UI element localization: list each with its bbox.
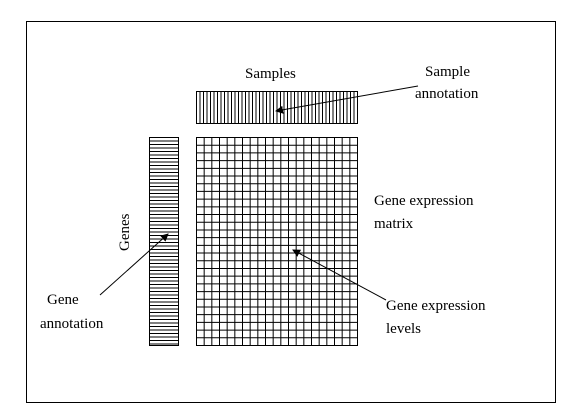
sample-annotation-label-line1: Sample	[425, 64, 470, 80]
genes-label: Genes	[117, 213, 133, 251]
sample-annotation-strip	[196, 91, 358, 124]
gene-annotation-arrow	[99, 233, 169, 296]
gene-expression-levels-arrow	[292, 249, 387, 301]
gene-annotation-strip	[149, 137, 179, 346]
gene-annotation-label-line1: Gene	[47, 292, 79, 308]
gene-expression-levels-label-line2: levels	[386, 321, 421, 337]
samples-label: Samples	[245, 66, 296, 82]
sample-annotation-arrow	[275, 85, 419, 114]
sample-annotation-label-line2: annotation	[415, 86, 479, 102]
gene-expression-levels-label-line1: Gene expression	[386, 298, 486, 314]
gene-expression-matrix-grid	[196, 137, 358, 346]
gene-annotation-label-line2: annotation	[40, 316, 104, 332]
gene-expression-matrix-label-line2: matrix	[374, 216, 414, 232]
diagram-frame	[26, 21, 556, 403]
matrix-border	[196, 137, 358, 346]
gene-strip-border	[149, 137, 179, 346]
gene-expression-matrix-label-line1: Gene expression	[374, 193, 474, 209]
